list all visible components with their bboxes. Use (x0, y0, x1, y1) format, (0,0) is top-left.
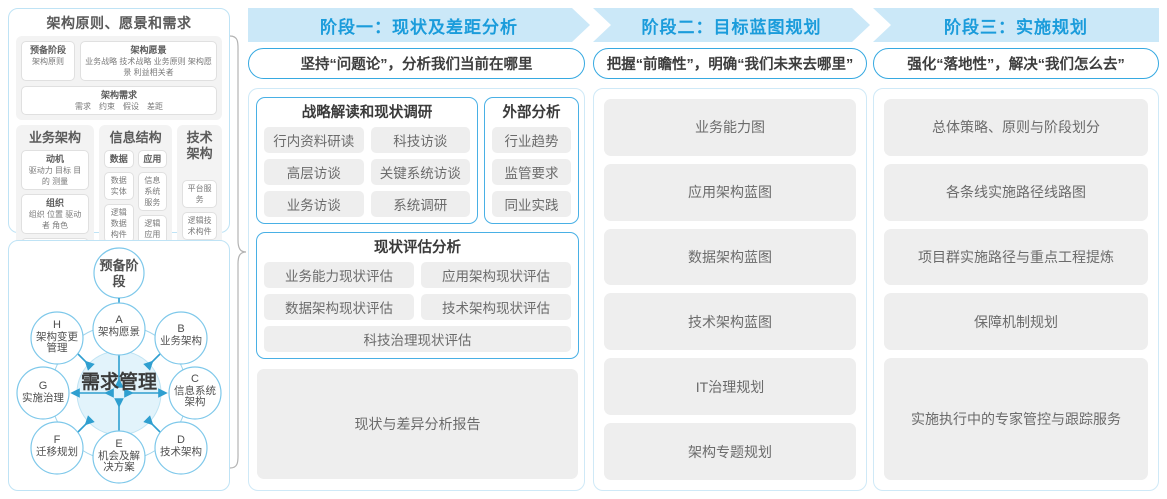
phase-3-band-label: 阶段三：实施规划 (944, 17, 1088, 37)
list-item[interactable]: 项目群实施路径与重点工程提炼 (884, 228, 1148, 286)
card-title: 战略解读和现状调研 (301, 105, 433, 121)
left-column: 架构原则、愿景和需求 预备阶段 架构原则 架构愿景 业务战略 技术战略 业务原则… (8, 8, 230, 491)
ba-item: 动机 驱动力 目标 目的 测量 (21, 150, 89, 190)
phase-2-body: 业务能力图 应用架构蓝图 数据架构蓝图 技术架构蓝图 IT治理规划 架构专题规划 (593, 88, 867, 491)
architecture-vision-cell: 架构愿景 业务战略 技术战略 业务原则 架构愿景 利益相关者 (80, 41, 217, 81)
list-item[interactable]: 数据架构蓝图 (604, 228, 856, 286)
chip-item[interactable]: 高层访谈 (264, 159, 364, 185)
phase-2-band-label: 阶段二：目标蓝图规划 (641, 17, 822, 37)
list-item[interactable]: 实施执行中的专家管控与跟踪服务 (884, 358, 1148, 481)
phase-3-list: 总体策略、原则与阶段划分 各条线实施路径线路图 项目群实施路径与重点工程提炼 保… (884, 99, 1148, 481)
phase-1-body: 战略解读和现状调研 行内资料研读 科技访谈 高层访谈 关键系统访谈 业务访谈 系… (248, 88, 585, 491)
architecture-framework-panel: 架构原则、愿景和需求 预备阶段 架构原则 架构愿景 业务战略 技术战略 业务原则… (8, 8, 230, 360)
phase-1-card-external: 外部分析 行业趋势 监管要求 同业实践 (484, 97, 579, 224)
adm-node-d: D 技术架构 (160, 434, 202, 458)
phase-1-band-label: 阶段一：现状及差距分析 (320, 17, 518, 37)
adm-node-e: E 机会及解决方案 (98, 438, 140, 473)
chip-item[interactable]: 业务能力现状评估 (264, 262, 414, 288)
phase-2-list: 业务能力图 应用架构蓝图 数据架构蓝图 技术架构蓝图 IT治理规划 架构专题规划 (604, 99, 856, 480)
ba-item: 组织 组织 位置 驱动者 角色 (21, 194, 89, 234)
chip-item[interactable]: 科技访谈 (370, 127, 470, 153)
chip-item[interactable]: 同业实践 (492, 191, 571, 217)
card-title: 外部分析 (502, 105, 561, 121)
adm-node-f: F 迁移规划 (36, 434, 78, 458)
phase-1-subtitle: 坚持“问题论”，分析我们当前在哪里 (248, 48, 585, 79)
list-item[interactable]: 应用架构蓝图 (604, 163, 856, 221)
is-data-item: 数据 (103, 150, 134, 168)
chip-item[interactable]: 科技治理现状评估 (264, 326, 571, 352)
card-title: 现状评估分析 (374, 240, 461, 256)
list-item[interactable]: 业务能力图 (604, 99, 856, 156)
ta-item: 逻辑技术构件 (182, 212, 217, 240)
phase-1-card-assessment: 现状评估分析 业务能力现状评估 应用架构现状评估 数据架构现状评估 技术架构现状… (256, 232, 579, 359)
chip-item[interactable]: 业务访谈 (264, 191, 364, 217)
is-app-item: 信息系统服务 (137, 172, 168, 211)
adm-cycle-panel: 预备阶段 需求管理 A 架构愿景 B 业务架构 C 信息系统架构 D 技术架构 (8, 240, 230, 491)
chip-item[interactable]: 监管要求 (492, 159, 571, 185)
chip-item[interactable]: 数据架构现状评估 (264, 294, 414, 320)
adm-cycle-svg (16, 247, 222, 484)
phase-1-band: 阶段一：现状及差距分析 (248, 8, 590, 42)
phase-3-subtitle: 强化“落地性”，解决“我们怎么去” (873, 48, 1159, 79)
chip-item[interactable]: 技术架构现状评估 (421, 294, 571, 320)
framework-main-title: 架构原则、愿景和需求 (46, 15, 192, 31)
phase-2-band: 阶段二：目标蓝图规划 (593, 8, 870, 42)
adm-node-g: G 实施治理 (22, 380, 64, 404)
adm-node-a: A 架构愿景 (98, 314, 140, 338)
adm-prep-stage-label: 预备阶段 (99, 258, 139, 289)
chip-item[interactable]: 行内资料研读 (264, 127, 364, 153)
phase-1-card-strategy: 战略解读和现状调研 行内资料研读 科技访谈 高层访谈 关键系统访谈 业务访谈 系… (256, 97, 478, 224)
bracket-connector (228, 34, 248, 470)
adm-node-b: B 业务架构 (160, 323, 202, 347)
list-item[interactable]: IT治理规划 (604, 358, 856, 416)
phase-3-band: 阶段三：实施规划 (873, 8, 1159, 42)
prep-stage-cell: 预备阶段 架构原则 (21, 41, 75, 81)
adm-node-c: C 信息系统架构 (174, 373, 216, 408)
list-item[interactable]: 总体策略、原则与阶段划分 (884, 99, 1148, 156)
chip-item[interactable]: 应用架构现状评估 (421, 262, 571, 288)
ta-item: 平台服务 (182, 180, 217, 208)
architecture-requirements-cell: 架构需求 需求 约束 假设 差距 (21, 86, 217, 115)
phase-1-report-chip[interactable]: 现状与差异分析报告 (257, 369, 578, 479)
adm-center-label: 需求管理 (80, 372, 157, 393)
chip-item[interactable]: 系统调研 (370, 191, 470, 217)
is-app-item: 应用 (137, 150, 168, 168)
phase-2-subtitle: 把握“前瞻性”，明确“我们未来去哪里” (593, 48, 867, 79)
chip-item[interactable]: 行业趋势 (492, 127, 571, 153)
list-item[interactable]: 保障机制规划 (884, 293, 1148, 350)
phase-3-body: 总体策略、原则与阶段划分 各条线实施路径线路图 项目群实施路径与重点工程提炼 保… (873, 88, 1159, 491)
list-item[interactable]: 各条线实施路径线路图 (884, 163, 1148, 221)
list-item[interactable]: 架构专题规划 (604, 423, 856, 480)
adm-node-h: H 架构变更管理 (36, 319, 78, 354)
chip-item[interactable]: 关键系统访谈 (370, 159, 470, 185)
list-item[interactable]: 技术架构蓝图 (604, 293, 856, 351)
is-data-item: 数据实体 (103, 172, 134, 200)
is-data-item: 逻辑数据构件 (103, 204, 134, 243)
